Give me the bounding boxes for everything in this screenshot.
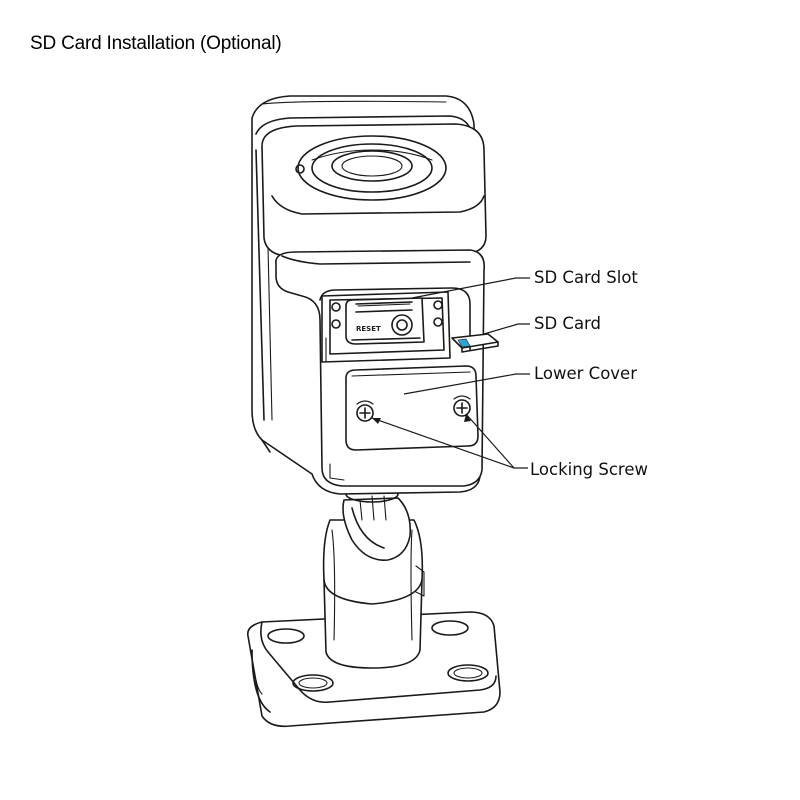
callout-sd-card-slot: SD Card Slot bbox=[534, 268, 638, 287]
mount-arm bbox=[322, 485, 425, 669]
camera-body: RESET bbox=[251, 95, 499, 495]
callout-lower-cover: Lower Cover bbox=[534, 364, 637, 383]
mount-base bbox=[246, 611, 501, 728]
callout-leaders bbox=[371, 277, 530, 469]
page-title: SD Card Installation (Optional) bbox=[30, 33, 282, 54]
reset-label: RESET bbox=[356, 325, 381, 333]
sd-card bbox=[451, 333, 499, 353]
callout-locking-screw: Locking Screw bbox=[530, 460, 648, 479]
sd-card-slot: RESET bbox=[321, 291, 451, 363]
locking-screw-left bbox=[356, 400, 374, 422]
locking-screw-right bbox=[453, 395, 471, 417]
callout-sd-card: SD Card bbox=[534, 314, 601, 333]
